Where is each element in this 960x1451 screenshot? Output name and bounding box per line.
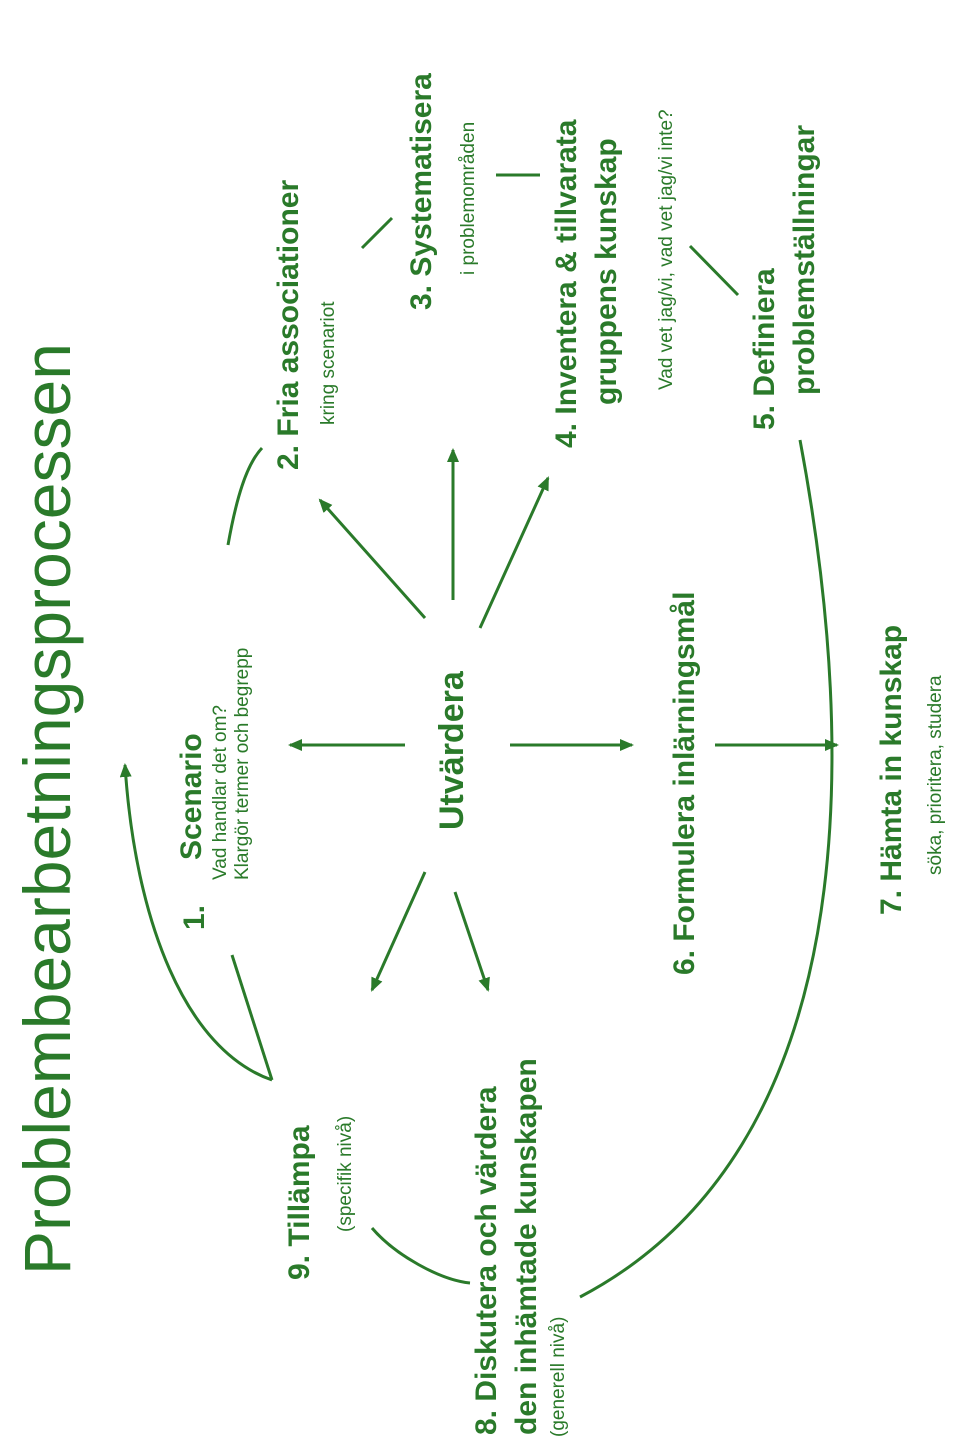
step-4-line-1: 4. Inventera & tillvarata [550, 119, 583, 448]
step-1-sub-2: Klargör termer och begrepp [232, 647, 253, 880]
arrow-to-inventera [478, 476, 550, 629]
step-9-sub: (specifik nivå) [335, 1115, 356, 1232]
page-title: Problembearbetningsprocessen [10, 343, 84, 1275]
step-3-sub: i problemområden [458, 121, 479, 275]
step-1-sub-1: Vad handlar det om? [210, 705, 231, 880]
step-8-line-1: 8. Diskutera och värdera [470, 1086, 503, 1435]
step-4-sub: Vad vet jag/vi, vad vet jag/vi inte? [656, 109, 677, 390]
step-9-label: 9. Tillämpa [283, 1125, 316, 1280]
step-7-label: 7. Hämta in kunskap [875, 624, 908, 915]
step-6-label: 6. Formulera inlärningsmål [668, 591, 701, 975]
step-8-sub: (generell nivå) [548, 1316, 569, 1437]
arrow-9-back-to-1 [119, 763, 273, 1082]
step-7-sub: söka, prioritera, studera [925, 675, 946, 875]
step-4-line-2: gruppens kunskap [590, 138, 623, 405]
step-1-label: Scenario [175, 733, 208, 860]
center-node-utvardera: Utvärdera [433, 671, 471, 830]
step-2-sub: kring scenariot [318, 301, 339, 425]
step-3-label: 3. Systematisera [405, 73, 438, 310]
step-1-number: 1. [178, 904, 211, 930]
connector-2-3 [360, 216, 394, 250]
connector-9-to-1 [230, 954, 274, 1081]
step-2-label: 2. Fria associationer [272, 179, 305, 470]
arrow-to-fria [318, 498, 427, 619]
step-5-line-2: problemställningar [788, 124, 821, 395]
step-5-line-1: 5. Definiera [748, 268, 781, 430]
arrow-to-tillampa [370, 871, 427, 992]
connector-1-2 [226, 446, 264, 546]
connector-4-5 [688, 244, 740, 297]
connector-8-to-9 [370, 1227, 471, 1285]
arrow-to-diskutera [453, 891, 490, 992]
step-8-line-2: den inhämtade kunskapen [510, 1058, 543, 1435]
connector-5-to-8 [579, 439, 834, 1299]
